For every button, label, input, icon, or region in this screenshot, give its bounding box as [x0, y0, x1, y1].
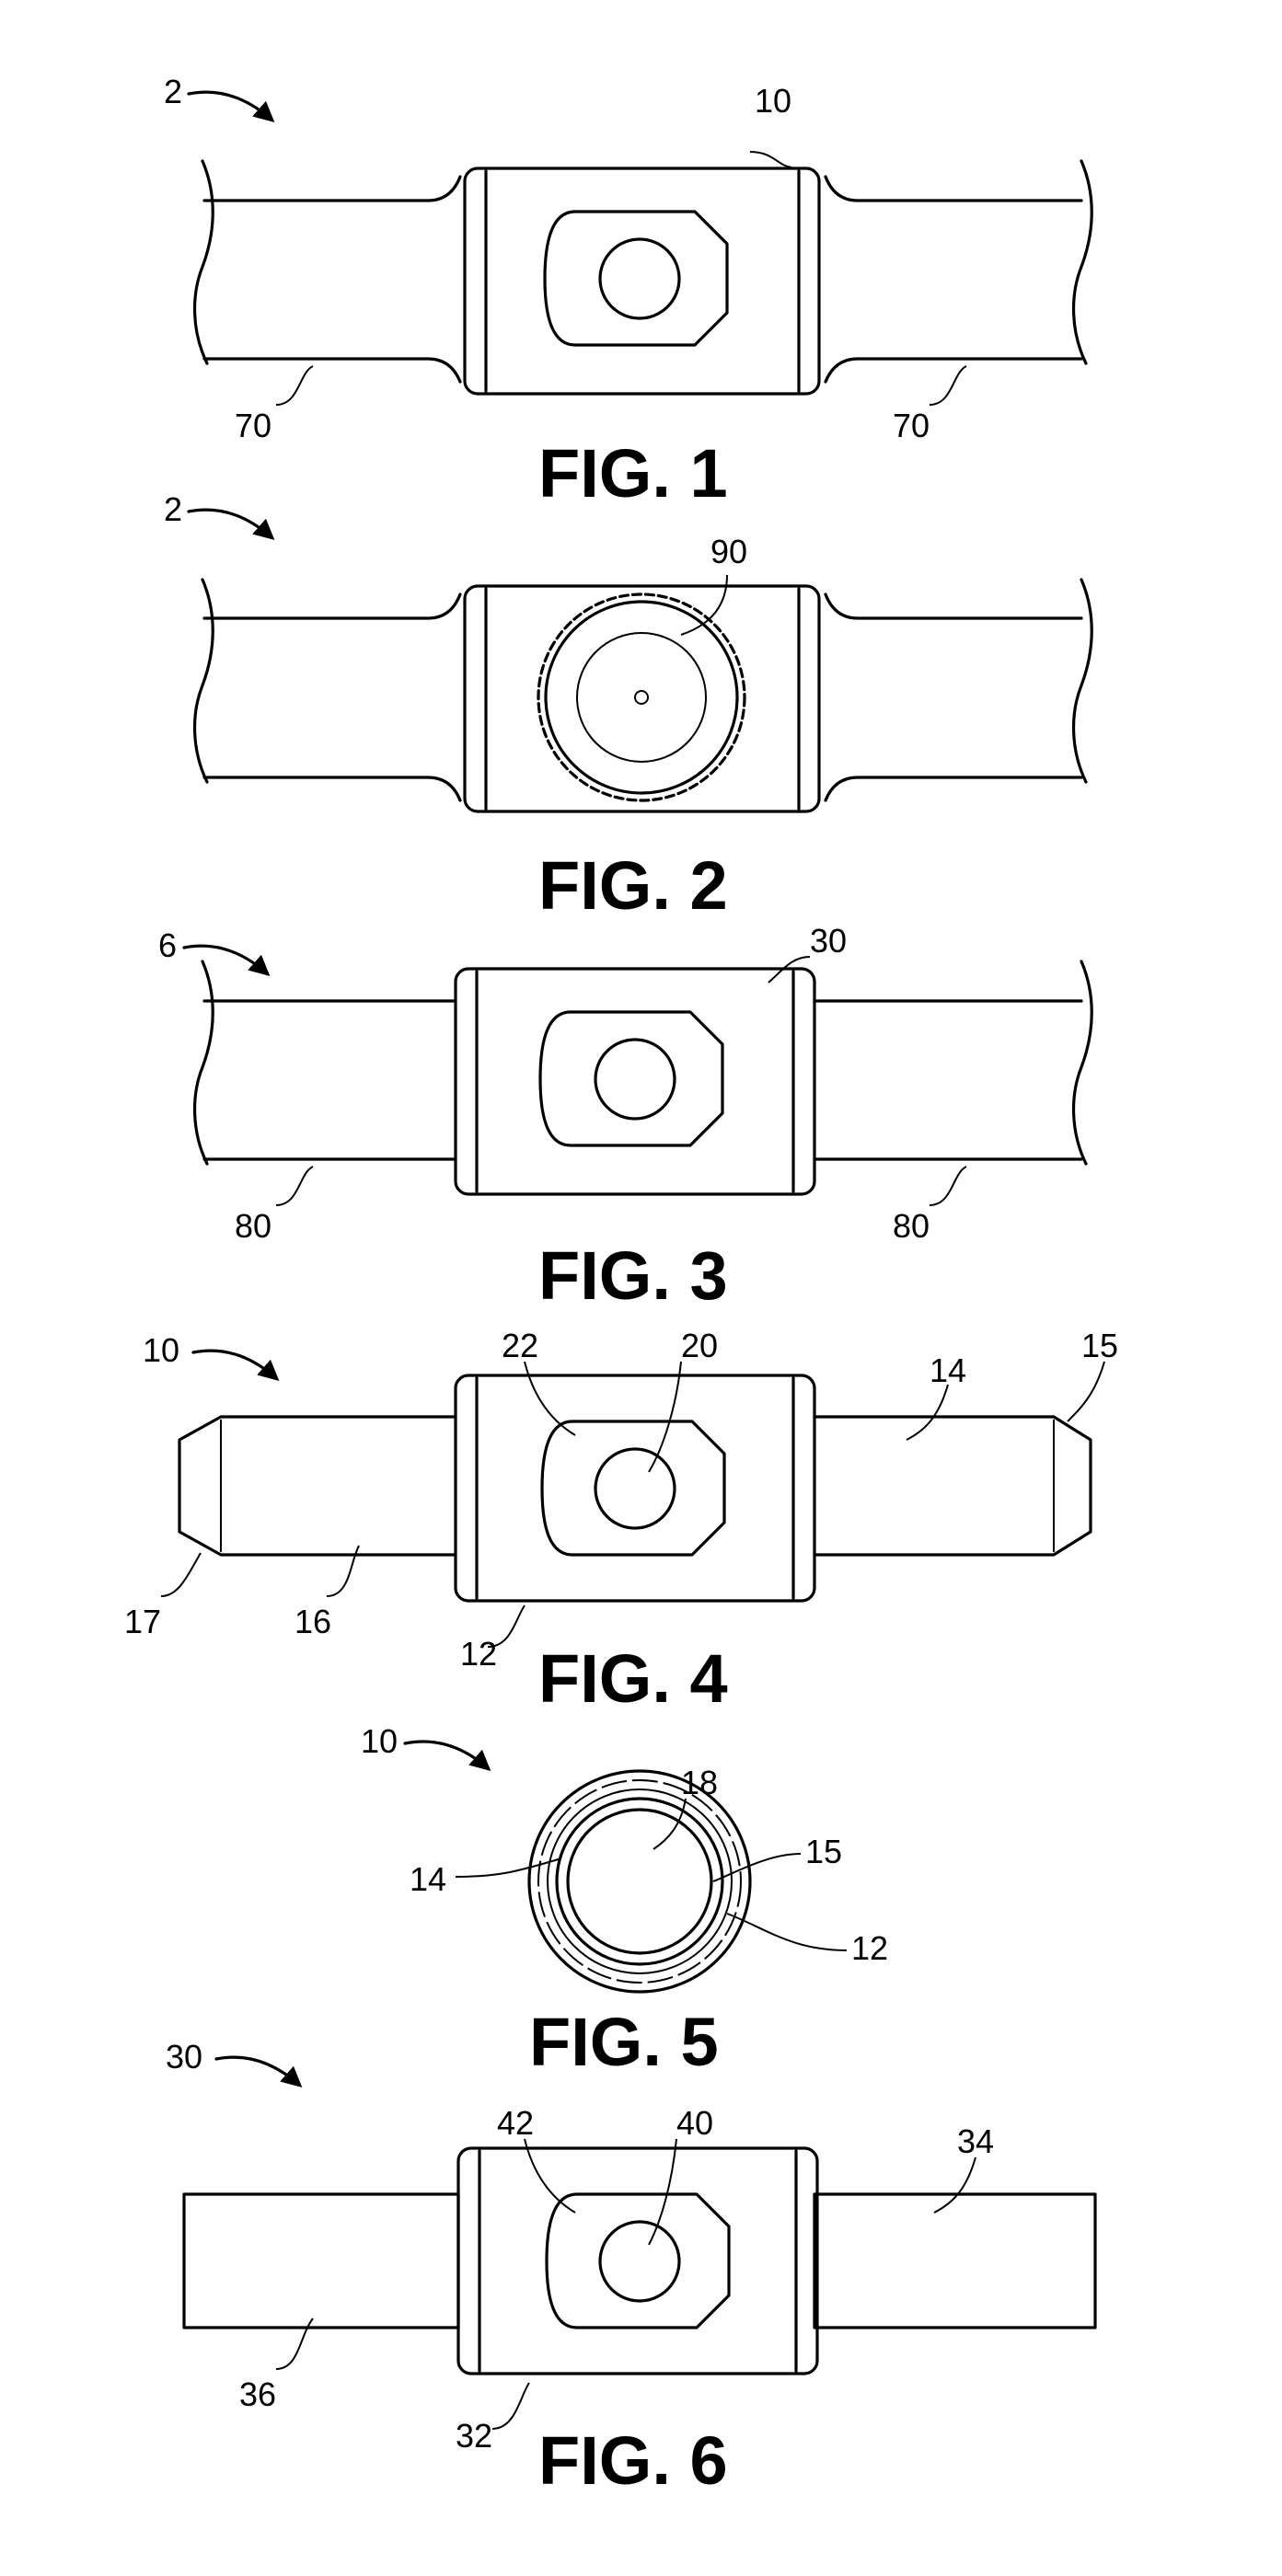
end-view-inner-ring [557, 1799, 722, 1964]
ref-body: 12 [851, 1929, 888, 1967]
ref-connector: 10 [143, 1331, 179, 1369]
figure-2: 2 90 FIG. 2 [164, 490, 1091, 924]
ref-end: 14 [410, 1860, 446, 1898]
ref-assembly: 2 [164, 73, 182, 110]
connector-end-left [184, 2194, 458, 2328]
ref-body: 32 [456, 2417, 492, 2455]
connector-end-right [814, 2194, 1095, 2328]
figure-caption: FIG. 6 [538, 2422, 728, 2499]
figure-3: 6 30 80 80 FIG. 3 [158, 922, 1091, 1314]
ref-assembly: 6 [158, 926, 177, 964]
cable-break-line-left [195, 961, 214, 1164]
bore [568, 1810, 711, 1953]
aperture [600, 239, 679, 318]
ref-right-end: 14 [930, 1351, 966, 1389]
ref-right-end: 34 [957, 2122, 994, 2160]
figure-caption: FIG. 3 [538, 1237, 728, 1314]
ref-aperture: 20 [681, 1327, 718, 1364]
ref-body: 12 [460, 1635, 497, 1673]
cable-left [204, 177, 460, 382]
ref-assembly: 2 [164, 490, 182, 528]
knurled-knob [538, 594, 745, 800]
cable-right [826, 594, 1081, 800]
ref-bore: 18 [681, 1764, 718, 1801]
ref-cable-left: 70 [235, 407, 271, 444]
ref-cable-left: 80 [235, 1207, 271, 1245]
ref-chamfer: 15 [805, 1833, 842, 1870]
aperture [595, 1449, 675, 1528]
aperture [595, 1040, 675, 1119]
figure-caption: FIG. 4 [538, 1640, 728, 1717]
ref-right-chamfer: 15 [1081, 1327, 1118, 1364]
figure-4: 10 22 20 14 15 17 16 12 FIG. 4 [124, 1327, 1118, 1717]
cable-break-line-left [195, 580, 214, 782]
cable-right [826, 177, 1081, 382]
end-view-outer-ring [529, 1771, 750, 1992]
cable-right [814, 1001, 1081, 1159]
slot-outline [540, 1012, 722, 1145]
ref-left-end: 36 [239, 2375, 276, 2413]
figure-caption: FIG. 5 [529, 2004, 719, 2080]
connector-body [456, 969, 814, 1194]
ref-connector: 30 [810, 922, 847, 960]
ref-connector: 10 [361, 1722, 398, 1760]
figure-1: 2 10 70 70 FIG. 1 [164, 73, 1091, 512]
cable-break-line-left [195, 161, 214, 363]
connector-body [456, 1375, 814, 1601]
ref-connector: 30 [166, 2038, 202, 2076]
figure-caption: FIG. 1 [538, 435, 728, 512]
aperture [600, 2222, 679, 2301]
slot-outline [545, 212, 727, 345]
slot-outline [547, 2194, 729, 2328]
ref-knob: 90 [710, 533, 747, 570]
knob-face [577, 633, 706, 762]
figure-6: 30 42 40 34 36 32 FIG. 6 [166, 2038, 1095, 2499]
connector-end-right [814, 1417, 1091, 1555]
slot-outline [542, 1421, 724, 1555]
figure-5: 10 18 14 15 12 FIG. 5 [361, 1722, 888, 2080]
ref-aperture: 40 [676, 2104, 713, 2142]
ref-cable-right: 80 [893, 1207, 930, 1245]
ref-slot: 42 [497, 2104, 534, 2142]
cable-break-line-right [1074, 161, 1092, 363]
ref-left-end: 16 [295, 1603, 331, 1640]
ref-connector: 10 [755, 82, 791, 120]
cable-left [204, 1001, 456, 1159]
connector-body [458, 2148, 817, 2374]
knob-center-dot [635, 691, 648, 704]
ref-slot: 22 [502, 1327, 538, 1364]
ref-cable-right: 70 [893, 407, 930, 444]
cable-left [204, 594, 460, 800]
connector-body [465, 586, 819, 811]
cable-break-line-right [1074, 961, 1092, 1164]
connector-body [465, 168, 819, 394]
ref-left-chamfer: 17 [124, 1603, 161, 1640]
cable-break-line-right [1074, 580, 1092, 782]
figure-caption: FIG. 2 [538, 847, 728, 924]
